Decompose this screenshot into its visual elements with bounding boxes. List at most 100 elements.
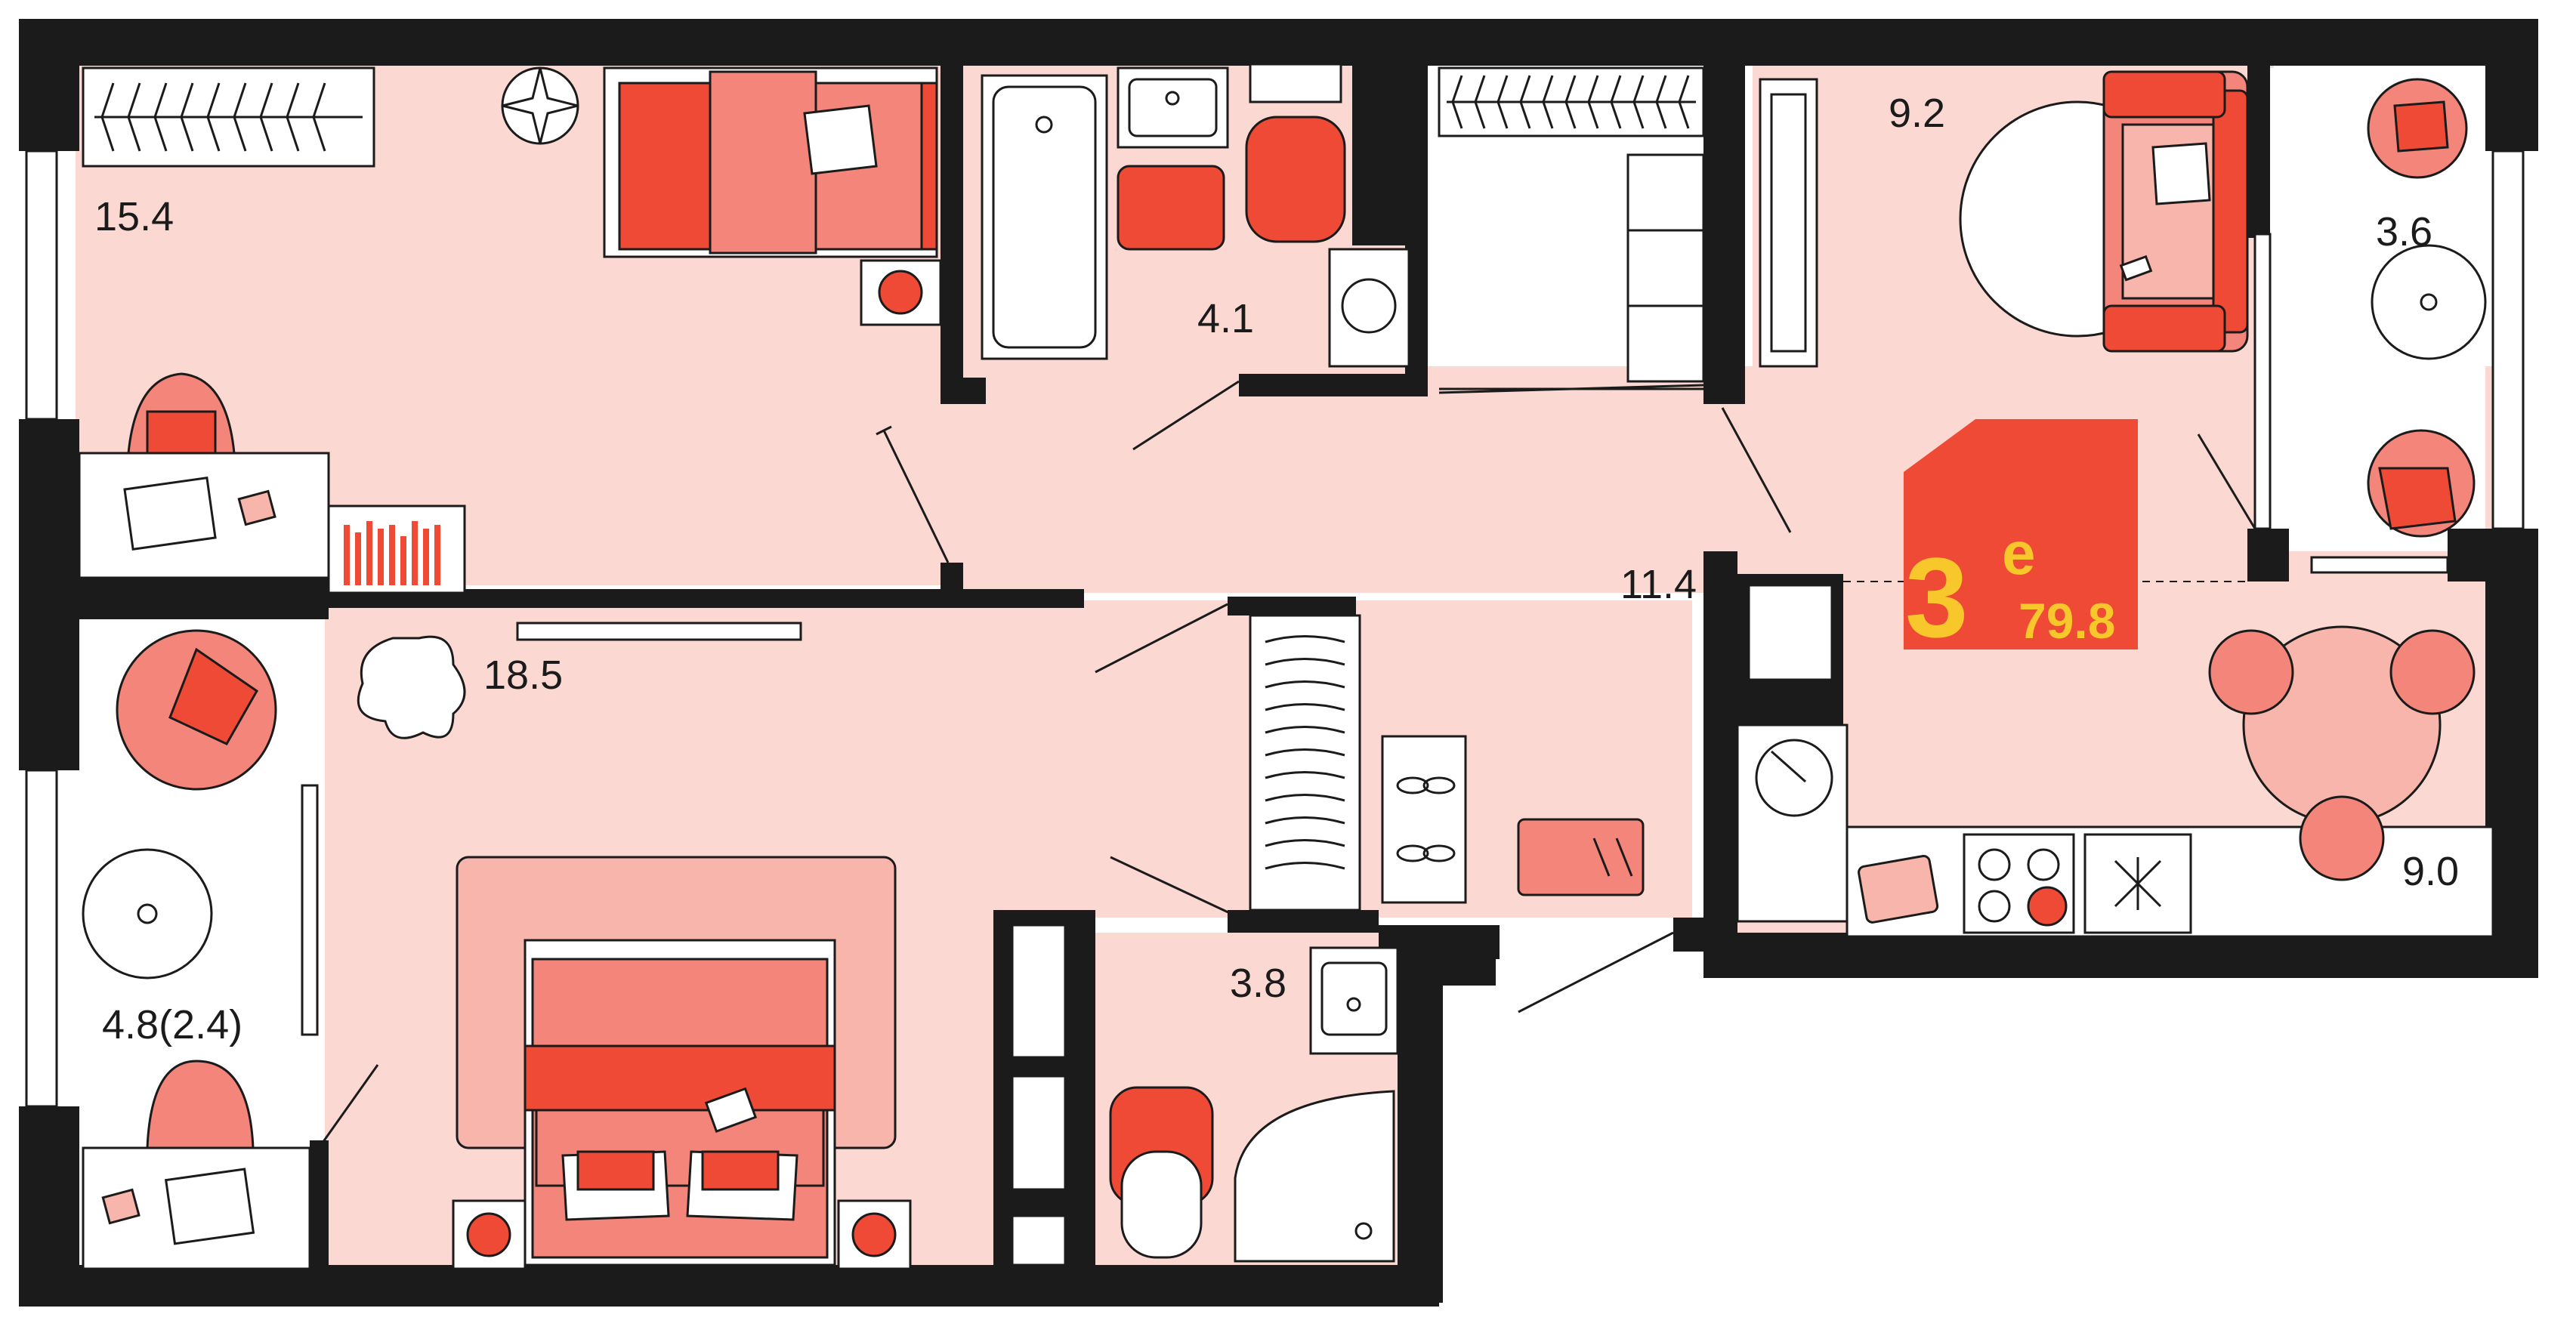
- dining-chair-3: [2299, 795, 2385, 881]
- cutting-board: [1858, 854, 1939, 924]
- bedroom-main-furniture: [357, 622, 912, 1270]
- plant-icon: [501, 66, 579, 145]
- tv-stand: [1759, 78, 1818, 368]
- area-living-room: 9.2: [1889, 91, 1945, 136]
- wall-living-balcony: [2247, 64, 2270, 238]
- wall-living-balcony-b: [2247, 529, 2289, 582]
- wall-bottom-left: [19, 1265, 1439, 1307]
- toilet-top-tank: [1249, 63, 1342, 103]
- sink-kitchen: [1755, 739, 1833, 817]
- sofa-hall: [1626, 153, 1705, 383]
- window-balcony-left-inner: [301, 784, 319, 1036]
- toilet-top: [1245, 116, 1346, 243]
- wall-wardrobe-right: [1703, 64, 1745, 404]
- table-balcony-left: [82, 848, 213, 980]
- bookshelf: [327, 504, 466, 594]
- windows: [25, 150, 2525, 1108]
- wall-bath-left: [941, 64, 963, 404]
- area-kitchen: 9.0: [2402, 849, 2459, 894]
- door-bedroom-main: [1095, 603, 1228, 674]
- door-mat: [1517, 818, 1645, 896]
- plant-icon-2: [357, 635, 466, 739]
- door-wardrobe: [1438, 384, 1704, 394]
- badge-suffix: е: [2002, 520, 2036, 587]
- balcony-top-furniture: [2367, 78, 2487, 538]
- wall-right-upper: [2485, 19, 2538, 151]
- oven-cabinet: [2083, 833, 2192, 934]
- wc-shelf-3: [1011, 1214, 1067, 1266]
- book-icon: [704, 1087, 758, 1133]
- wall-door-stub: [941, 563, 963, 593]
- badge-background: [1904, 419, 2138, 649]
- bathtub: [981, 74, 1108, 360]
- wall-kitchen-stub: [1673, 918, 1737, 952]
- wc-shelf-2: [1011, 1075, 1067, 1191]
- wall-bath-bottom-right: [1398, 925, 1443, 1303]
- sink-top: [1117, 66, 1229, 149]
- pillow-icon: [803, 104, 878, 175]
- wardrobe-right-furniture: [1438, 66, 1705, 390]
- wall-balcony-left-stub: [310, 1140, 329, 1269]
- wall-bottom-right: [1707, 933, 2538, 978]
- wall-right-lower: [2485, 529, 2538, 978]
- door-bath-top: [1132, 380, 1240, 451]
- counter-kitchen: [1736, 723, 1849, 923]
- kitchen-furniture: [1736, 581, 2494, 938]
- window-bedroom-top: [25, 150, 58, 421]
- window-balcony-top-bottom: [2310, 556, 2449, 574]
- area-bedroom-top: 15.4: [94, 194, 174, 239]
- remote-icon: [2119, 255, 2153, 282]
- wall-bath-bottom-a: [941, 378, 986, 404]
- window-balcony-left: [25, 769, 58, 1108]
- area-hallway: 11.4: [1620, 562, 1697, 607]
- area-balcony-left: 4.8(2.4): [102, 1002, 242, 1047]
- door-hall-bath: [1110, 856, 1232, 915]
- shoe-rack: [1381, 735, 1467, 904]
- wall-left-lower: [19, 600, 79, 770]
- balcony-left-furniture: [82, 629, 311, 1270]
- cushion-icon: [2151, 142, 2211, 205]
- wall-balcony-bottom: [2448, 529, 2538, 582]
- area-balcony-top: 3.6: [2376, 209, 2432, 255]
- wall-top: [19, 19, 2538, 66]
- hall-lower-furniture: [1249, 614, 1645, 912]
- wall-bedroom-divider: [19, 574, 329, 619]
- dining-chair-2: [2389, 629, 2476, 715]
- doors: [312, 380, 2256, 1156]
- bathroom-bottom-fixtures: [1011, 924, 1399, 1266]
- wall-wc-divider: [1073, 910, 1095, 1303]
- door-entrance: [1518, 931, 1674, 1013]
- living-room-furniture: [1759, 70, 2249, 368]
- area-bathroom-bottom: 3.8: [1230, 961, 1286, 1006]
- note-icon-2: [101, 1188, 141, 1225]
- door-living: [1721, 407, 1792, 533]
- dining-chair-1: [2208, 629, 2294, 715]
- apartment-badge: 3 е 79.8: [1904, 419, 2138, 661]
- door-balcony-top: [2197, 433, 2256, 529]
- badge-rooms: 3: [1905, 534, 1968, 661]
- wall-left-upper: [19, 19, 79, 151]
- wc-shelf: [1011, 924, 1067, 1059]
- area-bedroom-main: 18.5: [483, 652, 563, 698]
- laptop-icon-2: [164, 1168, 255, 1245]
- table-balcony-top: [2371, 244, 2487, 360]
- shower-tray: [1234, 1090, 1395, 1263]
- bathroom-top-fixtures: [981, 63, 1410, 368]
- wall-bath-shaft: [1352, 64, 1409, 245]
- toilet-bottom-bowl: [1120, 1150, 1203, 1259]
- door-balcony-left: [312, 1064, 379, 1156]
- window-balcony-top-inner: [2253, 233, 2272, 530]
- window-balcony-top: [2491, 150, 2525, 530]
- fridge: [1747, 584, 1833, 681]
- wall-shoe-top: [1228, 597, 1356, 615]
- door-bedroom-top: [882, 430, 950, 563]
- laptop-icon: [123, 477, 217, 551]
- wall-shoe-bottom: [1228, 910, 1379, 933]
- bath-mat: [1117, 165, 1225, 251]
- badge-total-area: 79.8: [2018, 593, 2115, 649]
- chair-balcony-left-2: [146, 1060, 255, 1149]
- bedroom-top-furniture: [78, 66, 942, 594]
- wall-bath-notch-2: [1420, 925, 1496, 986]
- wall-bath-bottom-b: [1239, 374, 1413, 396]
